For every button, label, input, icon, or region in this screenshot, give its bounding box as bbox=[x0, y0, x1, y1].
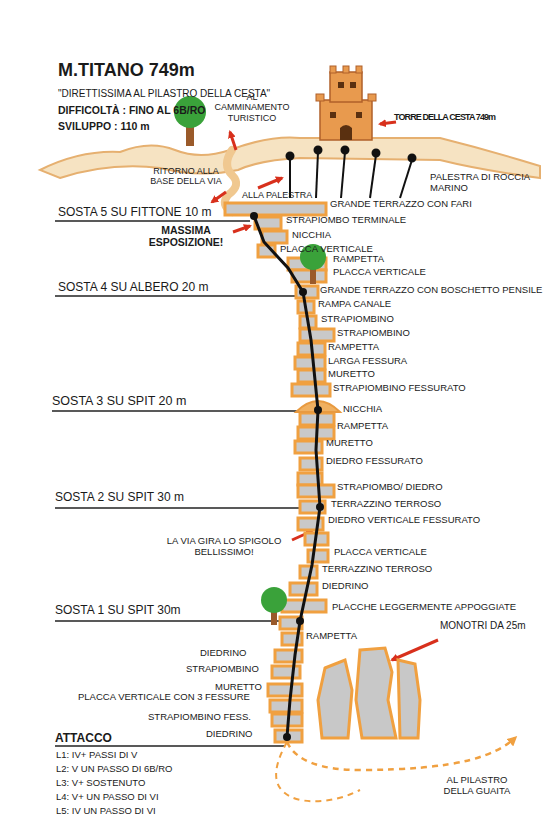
feature-label: GRANDE TERRAZZO CON FARI bbox=[330, 199, 472, 210]
pitch-grade: L5: IV UN PASSO DI VI bbox=[56, 806, 156, 817]
pitch-grade: L3: V+ SOSTENUTO bbox=[56, 778, 145, 789]
pitch-grade: L1: IV+ PASSI DI V bbox=[56, 750, 137, 761]
note-label: AL CAMMINAMENTO TURISTICO bbox=[212, 92, 292, 123]
difficulty: DIFFICOLTÀ : FINO AL 6B/RO bbox=[58, 104, 205, 116]
rock-block bbox=[292, 384, 330, 396]
feature-label: TERRAZZINO TERROSO bbox=[322, 564, 432, 575]
feature-label: NICCHIA bbox=[343, 404, 382, 415]
feature-label: STRAPIOMBINO bbox=[186, 664, 259, 675]
rock-block bbox=[298, 485, 334, 497]
feature-label: STRAPIOMBINO bbox=[321, 314, 394, 325]
tree-crown bbox=[261, 587, 287, 613]
note-label: AL PILASTRO DELLA GUAITA bbox=[432, 775, 522, 797]
note-label: ALLA PALESTRA bbox=[242, 190, 312, 200]
feature-label: STRAPIOMBO TERMINALE bbox=[286, 215, 406, 226]
sosta-label: SOSTA 2 SU SPIT 30 m bbox=[55, 491, 184, 505]
warning-label: MASSIMA ESPOSIZIONE! bbox=[140, 224, 232, 248]
rock-block bbox=[308, 550, 328, 562]
route-line bbox=[254, 216, 320, 737]
rock-block bbox=[300, 329, 334, 341]
rock-block bbox=[300, 501, 325, 513]
note-label: RITORNO ALLA BASE DELLA VIA bbox=[146, 166, 226, 187]
feature-label: NICCHIA bbox=[292, 230, 331, 241]
rock-block bbox=[225, 203, 326, 215]
approach-trail bbox=[276, 742, 360, 801]
feature-label: MURETTO bbox=[326, 438, 373, 449]
pitch-grade: L4: V+ UN PASSO DI VI bbox=[56, 792, 159, 803]
note-label: PALESTRA DI ROCCIA MARINO bbox=[430, 172, 540, 194]
feature-label: GRANDE TERRAZZO CON BOSCHETTO PENSILE bbox=[320, 285, 542, 296]
rock-block bbox=[272, 666, 300, 678]
route-name: "DIRETTISSIMA AL PILASTRO DELLA CESTA" bbox=[58, 88, 270, 100]
peak-label: TORRE DELLA CESTA 749m bbox=[394, 112, 544, 122]
sosta-lines bbox=[52, 221, 318, 746]
sosta-label: SOSTA 4 SU ALBERO 20 m bbox=[58, 281, 209, 295]
sosta-label: SOSTA 5 SU FITTONE 10 m bbox=[58, 206, 212, 220]
feature-label: MURETTO bbox=[328, 369, 375, 380]
note-label: LA VIA GIRA LO SPIGOLO BELLISSIMO! bbox=[158, 536, 290, 558]
rock-block bbox=[275, 650, 302, 662]
sosta-label: SOSTA 3 SU SPIT 20 m bbox=[52, 394, 186, 408]
feature-label: STRAPIOMBINO FESSURATO bbox=[333, 383, 466, 394]
feature-label: RAMPETTA bbox=[333, 254, 384, 265]
feature-label: STRAPIOMBINO FESS. bbox=[148, 712, 251, 723]
feature-label: RAMPA CANALE bbox=[318, 299, 391, 310]
feature-label: DIEDRO VERTICALE FESSURATO bbox=[328, 515, 480, 526]
torre-della-cesta bbox=[316, 66, 376, 140]
belay-dots bbox=[250, 212, 324, 741]
feature-label: RAMPETTA bbox=[337, 421, 388, 432]
feature-label: DIEDRO FESSURATO bbox=[326, 456, 423, 467]
note-label: MONOTRI DA 25m bbox=[440, 620, 526, 632]
feature-label: LARGA FESSURA bbox=[328, 356, 407, 367]
feature-label: STRAPIOMBINO bbox=[337, 328, 410, 339]
rock-block bbox=[270, 700, 302, 712]
approach-trail bbox=[287, 738, 515, 770]
feature-label: DIEDRINO bbox=[322, 581, 368, 592]
topo-title: M.TITANO 749m bbox=[58, 60, 195, 81]
attacco-label: ATTACCO bbox=[55, 732, 112, 746]
sosta-label: SOSTA 1 SU SPIT 30m bbox=[55, 604, 181, 618]
rock-block bbox=[295, 357, 325, 369]
feature-label: DIEDRINO bbox=[200, 648, 246, 659]
feature-label: PLACCA VERTICALE CON 3 FESSURE bbox=[78, 692, 250, 703]
feature-label: DIEDRINO bbox=[206, 729, 252, 740]
pitch-grade: L2: V UN PASSO DI 6B/RO bbox=[56, 764, 173, 775]
feature-label: PLACCHE LEGGERMENTE APPOGGIATE bbox=[332, 602, 516, 613]
monotri bbox=[318, 648, 420, 738]
feature-label: TERRAZZINO TERROSO bbox=[331, 499, 441, 510]
feature-label: RAMPETTA bbox=[328, 342, 379, 353]
feature-label: PLACCA VERTICALE bbox=[334, 547, 427, 558]
length: SVILUPPO : 110 m bbox=[58, 120, 150, 132]
feature-label: STRAPIOMBO/ DIEDRO bbox=[337, 482, 443, 493]
pillar-blocks bbox=[225, 203, 334, 742]
rock-block bbox=[298, 370, 325, 382]
rock-block bbox=[290, 583, 317, 595]
rock-block bbox=[295, 441, 322, 453]
feature-label: PLACCA VERTICALE bbox=[333, 267, 426, 278]
feature-label: RAMPETTA bbox=[306, 631, 357, 642]
rock-block bbox=[262, 231, 287, 243]
rock-block bbox=[268, 684, 302, 696]
